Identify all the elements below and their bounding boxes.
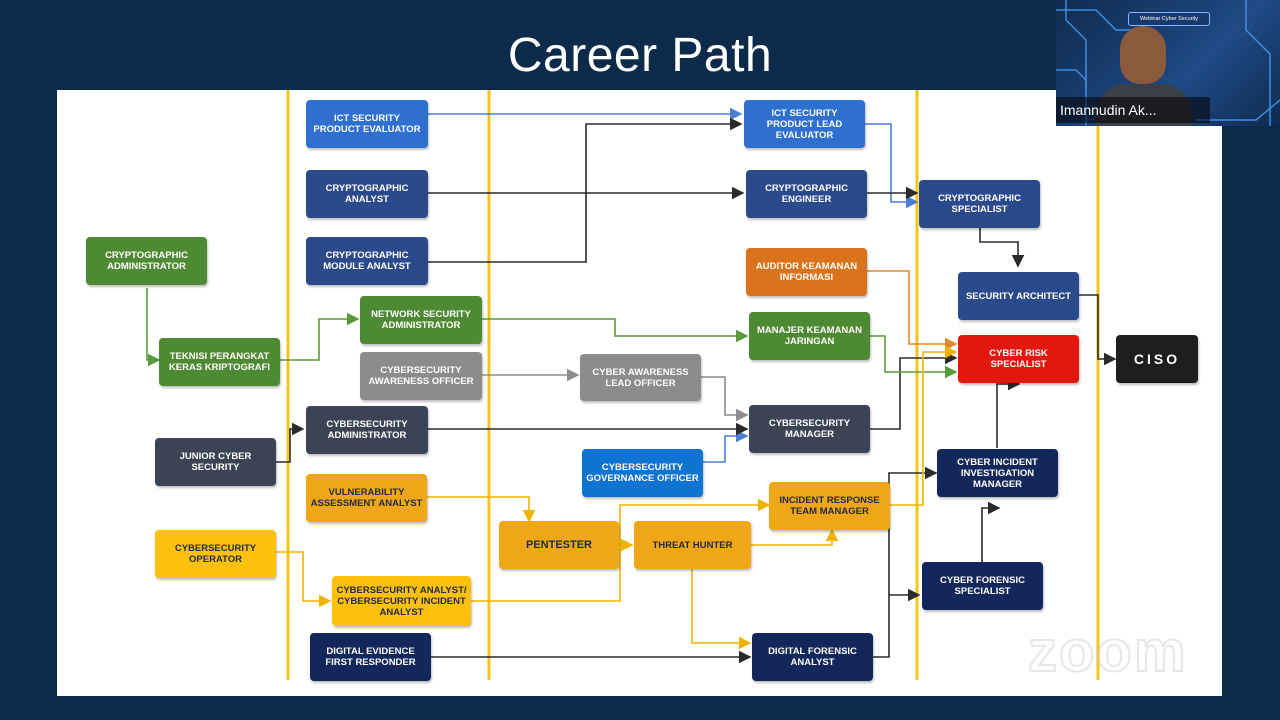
role-teknisi-perangkat-keras-kriptografi: TEKNISI PERANGKAT KERAS KRIPTOGRAFI [159, 338, 280, 386]
participant-name-label: Imannudin Ak... [1056, 97, 1210, 123]
connector-lines [146, 90, 1117, 680]
role-cryptographic-module-analyst: CRYPTOGRAPHIC MODULE ANALYST [306, 237, 428, 285]
role-vulnerability-assessment-analyst: VULNERABILITY ASSESSMENT ANALYST [306, 474, 427, 522]
role-ict-security-product-evaluator: ICT SECURITY PRODUCT EVALUATOR [306, 100, 428, 148]
role-cybersecurity-administrator: CYBERSECURITY ADMINISTRATOR [306, 406, 428, 454]
role-cyber-risk-specialist: CYBER RISK SPECIALIST [958, 335, 1079, 383]
role-threat-hunter: THREAT HUNTER [634, 521, 751, 569]
zoom-watermark-logo: zoom [1027, 618, 1188, 685]
role-cybersecurity-awareness-officer: CYBERSECURITY AWARENESS OFFICER [360, 352, 482, 400]
role-cybersecurity-incident-analyst: CYBERSECURITY ANALYST/ CYBERSECURITY INC… [332, 576, 471, 626]
role-auditor-keamanan-informasi: AUDITOR KEAMANAN INFORMASI [746, 248, 867, 296]
role-cryptographic-specialist: CRYPTOGRAPHIC SPECIALIST [919, 180, 1040, 228]
role-incident-response-team-manager: INCIDENT RESPONSE TEAM MANAGER [769, 482, 890, 530]
role-digital-evidence-first-responder: DIGITAL EVIDENCE FIRST RESPONDER [310, 633, 431, 681]
role-cyber-forensic-specialist: CYBER FORENSIC SPECIALIST [922, 562, 1043, 610]
slide-title: Career Path [507, 29, 773, 82]
role-pentester: PENTESTER [499, 521, 619, 569]
role-junior-cyber-security: JUNIOR CYBER SECURITY [155, 438, 276, 486]
role-cybersecurity-manager: CYBERSECURITY MANAGER [749, 405, 870, 453]
role-cryptographic-administrator: CRYPTOGRAPHIC ADMINISTRATOR [86, 237, 207, 285]
role-ict-security-product-lead-evaluator: ICT SECURITY PRODUCT LEAD EVALUATOR [744, 100, 865, 148]
role-cryptographic-analyst: CRYPTOGRAPHIC ANALYST [306, 170, 428, 218]
participant-avatar [1120, 26, 1166, 84]
career-path-slide: CRYPTOGRAPHIC ADMINISTRATOR TEKNISI PERA… [57, 90, 1222, 696]
role-ciso: CISO [1116, 335, 1198, 383]
webinar-badge: Webinar Cyber Security [1128, 12, 1210, 26]
role-cryptographic-engineer: CRYPTOGRAPHIC ENGINEER [746, 170, 867, 218]
role-cyber-awareness-lead-officer: CYBER AWARENESS LEAD OFFICER [580, 354, 701, 401]
role-cybersecurity-governance-officer: CYBERSECURITY GOVERNANCE OFFICER [582, 449, 703, 497]
participant-video-tile[interactable]: Webinar Cyber Security Imannudin Ak... [1056, 0, 1280, 126]
role-network-security-administrator: NETWORK SECURITY ADMINISTRATOR [360, 296, 482, 344]
role-digital-forensic-analyst: DIGITAL FORENSIC ANALYST [752, 633, 873, 681]
role-security-architect: SECURITY ARCHITECT [958, 272, 1079, 320]
role-cybersecurity-operator: CYBERSECURITY OPERATOR [155, 530, 276, 578]
role-cyber-incident-investigation-manager: CYBER INCIDENT INVESTIGATION MANAGER [937, 449, 1058, 497]
role-manajer-keamanan-jaringan: MANAJER KEAMANAN JARINGAN [749, 312, 870, 360]
